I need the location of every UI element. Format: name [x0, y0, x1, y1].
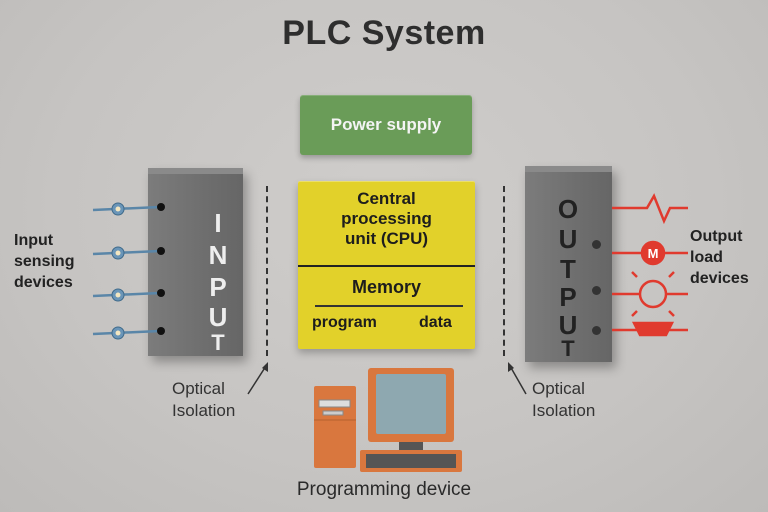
output-devices: M	[612, 193, 688, 337]
label-line: devices	[14, 274, 73, 291]
label-line: devices	[690, 270, 749, 287]
motor-icon: M	[612, 240, 688, 266]
cpu-label-line: unit (CPU)	[344, 229, 429, 248]
label-line: sensing	[14, 253, 75, 270]
label-line: Input	[14, 232, 54, 249]
output-module-top	[525, 166, 612, 172]
output-terminal	[592, 286, 601, 295]
output-devices-label: Output load devices	[690, 226, 749, 289]
cpu-memory-divider	[298, 265, 475, 267]
motor-symbol: M	[648, 246, 659, 261]
output-terminal	[592, 326, 601, 335]
label-line: load	[690, 249, 723, 266]
keyboard-icon	[360, 450, 462, 472]
input-letter: U	[208, 302, 228, 332]
power-supply-label: Power supply	[330, 115, 442, 134]
programming-device-label: Programming device	[296, 479, 472, 500]
input-letter: P	[209, 272, 227, 302]
cpu-label: Central processing unit (CPU)	[298, 189, 475, 249]
label-line: Output	[690, 228, 743, 245]
heater-icon	[612, 193, 688, 225]
input-letter: N	[208, 240, 228, 270]
output-letter: T	[561, 336, 575, 361]
output-terminal	[592, 240, 601, 249]
output-module: O U T P U T	[525, 166, 612, 362]
optical-isolation-right-label: Optical Isolation	[532, 378, 595, 422]
computer-icon	[314, 368, 462, 472]
monitor-icon	[368, 368, 454, 452]
program-label: program	[312, 314, 377, 331]
arrow-icon	[508, 362, 527, 395]
input-letter: T	[211, 330, 225, 355]
output-letter: U	[558, 224, 578, 254]
output-letter: T	[560, 254, 576, 284]
input-letter: I	[214, 208, 222, 238]
label-line: Isolation	[532, 401, 596, 420]
cpu-label-line: Central	[357, 189, 416, 208]
optical-isolation-line-left	[266, 186, 268, 356]
switch-icon	[92, 202, 165, 216]
arrow-icon	[247, 362, 268, 395]
tower-icon	[314, 386, 356, 468]
power-supply-block: Power supply	[300, 95, 472, 155]
input-module: I N P U T	[148, 168, 243, 356]
cpu-block: Central processing unit (CPU) Memory pro…	[298, 181, 475, 349]
label-line: Optical	[172, 379, 225, 398]
memory-divider	[315, 305, 463, 307]
memory-label: Memory	[351, 277, 422, 297]
input-module-top	[148, 168, 243, 174]
diagram-title: PLC System	[282, 14, 486, 52]
input-sensors	[92, 202, 165, 340]
output-letter: U	[558, 310, 578, 340]
switch-icon	[92, 288, 165, 302]
switch-icon	[92, 326, 165, 340]
optical-isolation-line-right	[503, 186, 505, 356]
horn-icon	[612, 321, 688, 337]
switch-icon	[92, 246, 165, 260]
input-devices-label: Input sensing devices	[14, 230, 74, 293]
cpu-label-line: processing	[341, 209, 432, 228]
lamp-icon	[612, 271, 688, 317]
output-letter: P	[559, 282, 577, 312]
output-letter: O	[557, 194, 579, 224]
optical-isolation-left-label: Optical Isolation	[172, 378, 235, 422]
label-line: Isolation	[172, 401, 236, 420]
data-label: data	[419, 314, 452, 331]
label-line: Optical	[532, 379, 585, 398]
